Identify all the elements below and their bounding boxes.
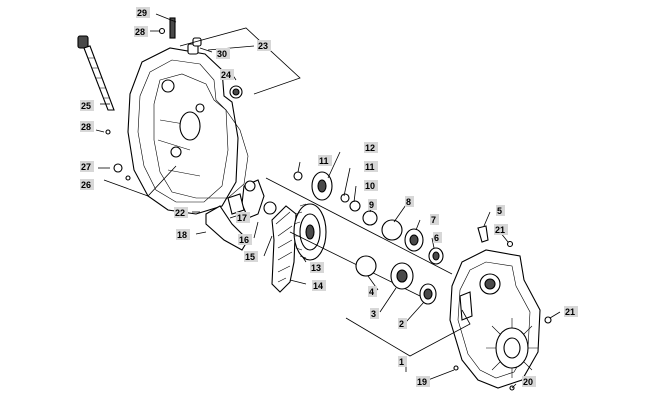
callout-9: 9 [369,200,374,210]
callout-29: 29 [137,8,147,18]
callout-3: 3 [371,309,376,319]
callout-21-upper: 21 [495,225,505,235]
callout-21-right: 21 [565,307,575,317]
callout-10: 10 [365,181,375,191]
tensioner-assembly [227,179,277,219]
callout-15: 15 [245,252,255,262]
callout-19: 19 [417,377,427,387]
callout-7: 7 [431,215,436,225]
callout-27: 27 [81,162,91,172]
leader-lines [95,13,561,389]
callout-11-right: 11 [365,162,375,172]
callout-30: 30 [217,49,227,59]
chaincase-cover-assembly [127,47,249,215]
callout-23: 23 [258,41,268,51]
callout-1: 1 [399,357,404,367]
callout-22: 22 [175,208,185,218]
callout-16: 16 [239,235,249,245]
callout-28-left: 28 [81,122,91,132]
upper-sprocket [311,171,333,201]
cover-small-parts [105,17,243,181]
chain [271,205,297,293]
callout-4: 4 [369,287,374,297]
callout-13: 13 [311,263,321,273]
callout-5: 5 [497,206,502,216]
callouts: 29 28 30 23 24 25 28 27 26 22 18 17 [80,7,578,387]
chaincase-housing [449,249,541,389]
callout-25: 25 [81,101,91,111]
callout-14: 14 [313,281,323,291]
callout-26: 26 [81,180,91,190]
callout-11-left: 11 [319,156,329,166]
callout-8: 8 [406,197,411,207]
callout-24: 24 [221,70,231,80]
bearings [390,228,444,305]
lower-sprocket [293,203,327,261]
dipstick [77,35,115,111]
callout-18: 18 [177,230,187,240]
callout-12: 12 [365,143,375,153]
callout-28: 28 [135,27,145,37]
washers [293,171,403,277]
callout-6: 6 [434,233,439,243]
callout-17: 17 [237,213,247,223]
callout-20: 20 [523,377,533,387]
callout-2: 2 [399,319,404,329]
